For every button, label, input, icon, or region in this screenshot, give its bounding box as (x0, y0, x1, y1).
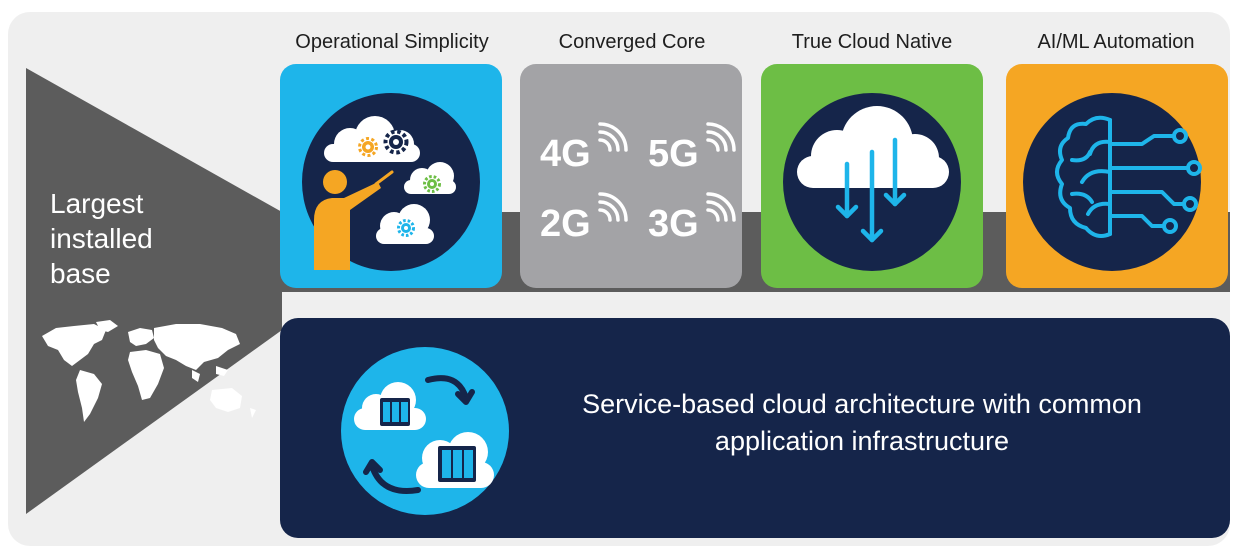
world-map-icon (42, 320, 256, 422)
generation-badge-5g: 5G (648, 122, 736, 175)
pillar-converged-core: 4G 5G 2G 3G (520, 64, 742, 288)
generation-badge-3g: 3G (648, 192, 736, 245)
generation-label: 2G (540, 203, 591, 245)
cloud-architecture-panel: Service-based cloud architecture with co… (280, 318, 1230, 538)
cloud-architecture-text: Service-based cloud architecture with co… (582, 389, 1142, 456)
installed-base-line: installed (50, 223, 153, 254)
generation-label: 4G (540, 133, 591, 175)
pillar-title-true-cloud-native: True Cloud Native (791, 31, 953, 53)
generation-badge-2g: 2G (540, 192, 628, 245)
cloud-gears-presenter-icon (302, 93, 480, 271)
pillar-operational-simplicity (280, 64, 502, 288)
generation-label: 3G (648, 203, 699, 245)
installed-base-line: base (50, 258, 111, 289)
pillar-title-operational-simplicity: Operational Simplicity (295, 31, 489, 53)
pillar-title-converged-core: Converged Core (558, 31, 706, 53)
cloud-servers-cycle-icon (341, 347, 509, 515)
cloud-download-arrows-icon (783, 93, 961, 271)
installed-base-label: Largest installed base (50, 186, 250, 291)
pillar-true-cloud-native (761, 64, 983, 288)
generation-badges-icon: 4G 5G 2G 3G (540, 122, 736, 245)
generation-badge-4g: 4G (540, 122, 628, 175)
generation-label: 5G (648, 133, 699, 175)
pillar-ai-ml-automation (1006, 64, 1228, 288)
installed-base-line: Largest (50, 188, 144, 219)
pillar-title-ai-ml-automation: AI/ML Automation (1037, 31, 1195, 53)
brain-circuit-icon (1023, 93, 1202, 271)
